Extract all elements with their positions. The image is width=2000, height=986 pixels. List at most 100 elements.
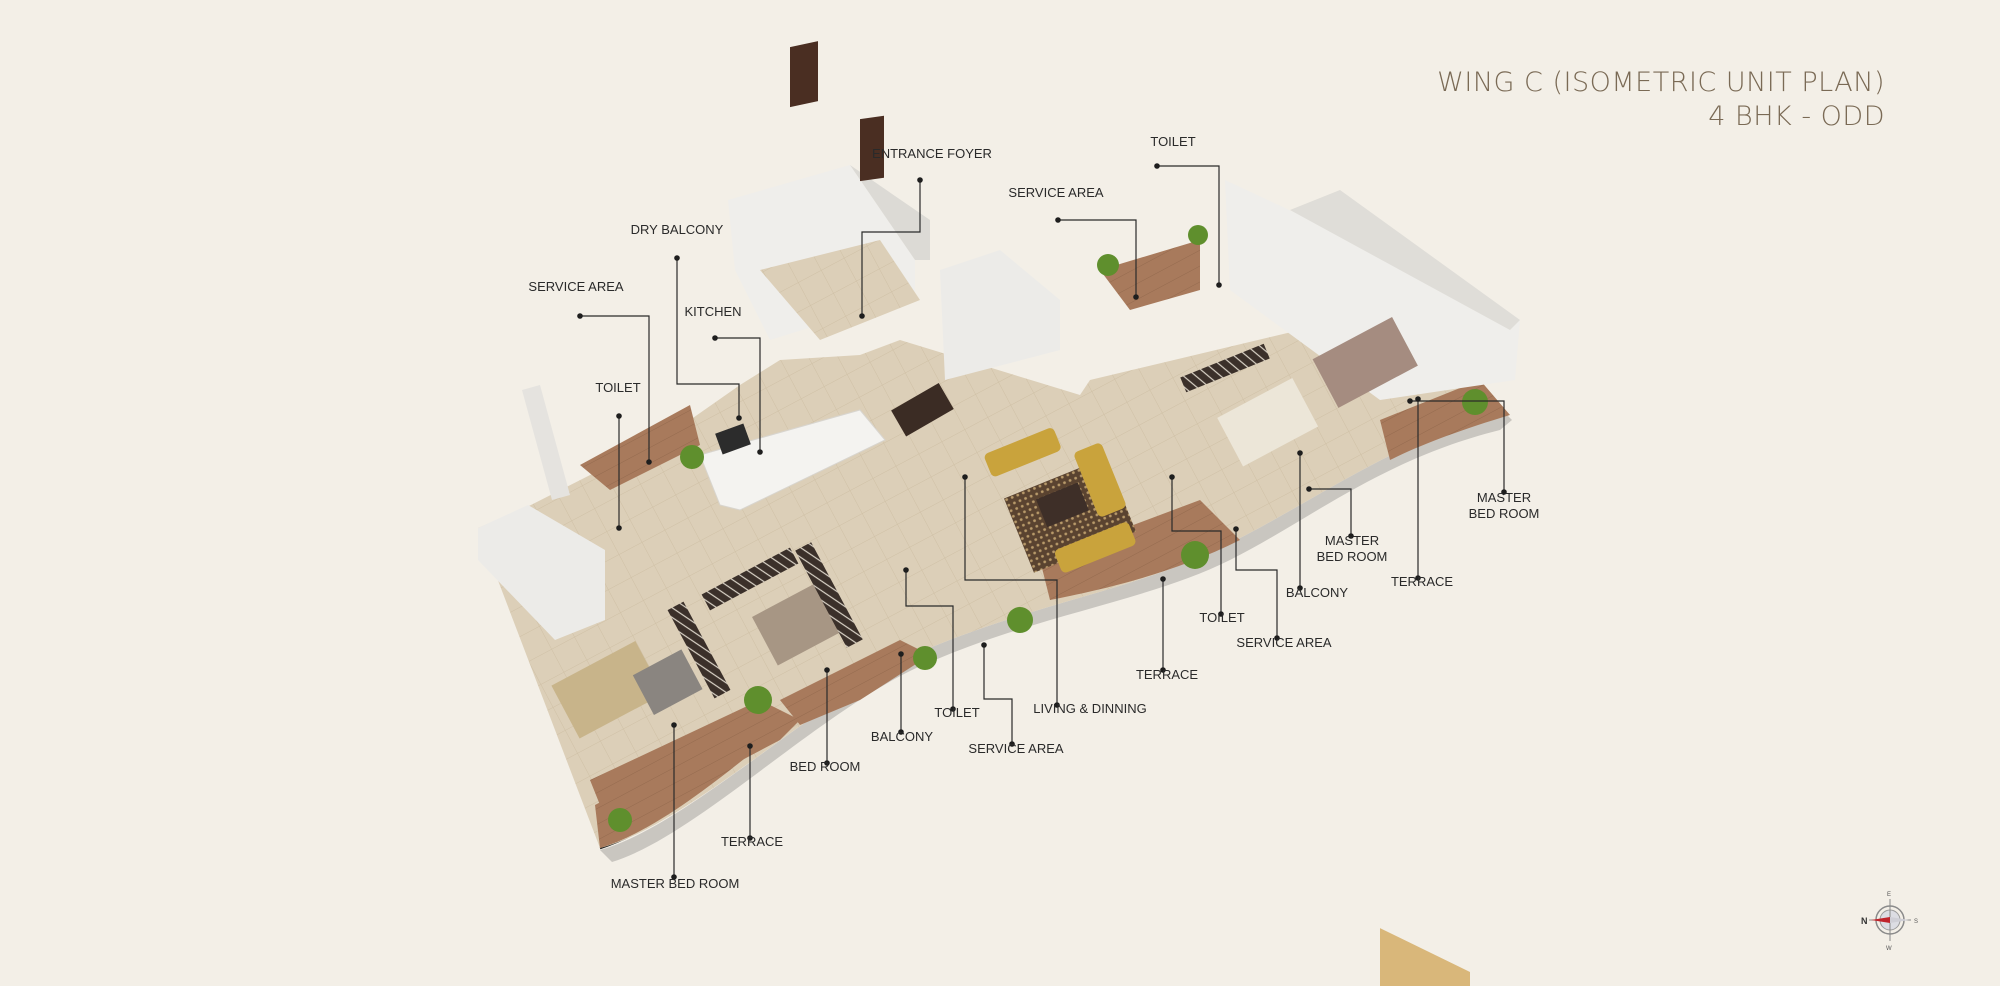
master-bed-right	[1312, 317, 1418, 408]
bed-left	[551, 640, 664, 739]
wall-dining-box	[940, 250, 1060, 380]
terrace-left-deck	[590, 700, 800, 830]
leader-service-area-top	[1058, 219, 1137, 297]
plant	[1097, 254, 1119, 276]
leader-master-bed-room-right	[1410, 400, 1505, 492]
sofa-1	[984, 428, 1061, 477]
label-service-area-left: SERVICE AREA	[528, 279, 624, 294]
plant	[1462, 389, 1488, 415]
leader-dry-balcony	[676, 258, 740, 418]
leader-master-bed-room-mid	[1309, 488, 1352, 536]
wardrobe-4	[1180, 343, 1270, 393]
leader-dot	[898, 729, 904, 735]
master-bed-mid	[1217, 377, 1319, 467]
label-living-dinning: LIVING & DINNING	[1033, 701, 1147, 716]
title-unit-type: 4 BHK - ODD	[1708, 101, 1885, 132]
leader-service-area-bottom	[983, 645, 1013, 744]
leader-dot	[898, 651, 904, 657]
label-terrace-left: TERRACE	[720, 834, 784, 849]
leader-dot	[1274, 635, 1280, 641]
leader-dot	[1133, 294, 1139, 300]
slab-edge	[600, 408, 1512, 862]
leader-dot	[917, 177, 923, 183]
leader-lines	[577, 163, 1507, 880]
leader-service-area-left	[580, 315, 650, 462]
leader-dot	[1297, 585, 1303, 591]
label-service-area-bottom: SERVICE AREA	[968, 741, 1064, 756]
sofa-2	[1054, 522, 1136, 573]
leader-dot	[1055, 217, 1061, 223]
leader-dot	[747, 835, 753, 841]
label-balcony-bottom: BALCONY	[870, 729, 934, 744]
leader-dot	[577, 313, 583, 319]
leader-dot	[903, 567, 909, 573]
leader-dot	[1233, 526, 1239, 532]
wall-master-right	[1225, 180, 1520, 400]
leader-dot	[736, 415, 742, 421]
leader-dot	[674, 255, 680, 261]
label-toilet-left: TOILET	[595, 380, 641, 395]
leader-dot	[950, 706, 956, 712]
leader-dot	[1169, 474, 1175, 480]
label-terrace-right: TERRACE	[1390, 574, 1454, 589]
sofa-3	[1074, 443, 1126, 517]
leader-dot	[1501, 489, 1507, 495]
compass-west: W	[1886, 946, 1892, 952]
leader-dot	[646, 459, 652, 465]
plan-title: WING C (ISOMETRIC UNIT PLAN) 4 BHK - ODD	[1437, 66, 1885, 134]
dining-table	[891, 383, 954, 437]
label-balcony-right: BALCONY	[1285, 585, 1349, 600]
plant	[1181, 541, 1209, 569]
coffee-table	[1035, 482, 1089, 528]
leader-dot	[1160, 667, 1166, 673]
label-toilet-bottom: TOILET	[934, 705, 980, 720]
leader-toilet-bottom	[905, 570, 954, 709]
leader-toilet-top	[1157, 165, 1220, 285]
leader-dot	[712, 335, 718, 341]
label-bed-room: BED ROOM	[789, 759, 861, 774]
plant	[680, 445, 704, 469]
service-top-deck	[1100, 240, 1200, 310]
plant	[1007, 607, 1033, 633]
leader-service-area-right	[1235, 529, 1278, 638]
leader-entrance-foyer	[861, 180, 921, 316]
kitchen-hob	[715, 423, 751, 455]
leader-dot	[616, 413, 622, 419]
label-service-area-right: SERVICE AREA	[1236, 635, 1332, 650]
label-terrace-mid: TERRACE	[1135, 667, 1199, 682]
leader-dot	[1154, 163, 1160, 169]
compass-icon: N E S W	[1861, 892, 1918, 952]
leader-dot	[1216, 282, 1222, 288]
headboard-panel	[1380, 928, 1470, 986]
label-dry-balcony: DRY BALCONY	[630, 222, 724, 237]
leader-dot	[1054, 702, 1060, 708]
leader-dot	[981, 642, 987, 648]
leader-living-dinning	[964, 477, 1058, 705]
foyer-door-2	[860, 115, 884, 182]
wardrobe-1	[701, 547, 799, 611]
leader-dot	[671, 874, 677, 880]
plant	[913, 646, 937, 670]
wall-foyer-side	[850, 165, 930, 260]
title-wing: WING C (ISOMETRIC UNIT PLAN)	[1437, 67, 1885, 98]
bed-left-rug	[632, 649, 703, 715]
leader-dot	[747, 743, 753, 749]
leader-dot	[1415, 396, 1421, 402]
leader-dot	[1348, 533, 1354, 539]
leader-dot	[1218, 611, 1224, 617]
label-kitchen: KITCHEN	[684, 304, 742, 319]
foyer-floor	[760, 240, 920, 340]
label-toilet-top: TOILET	[1150, 134, 1196, 149]
wall-master-right-side	[1290, 190, 1520, 330]
leader-dot	[1160, 576, 1166, 582]
terrace-mid-deck	[1040, 500, 1240, 600]
plant	[744, 686, 772, 714]
balcony-bottom-deck	[780, 640, 930, 725]
leader-dot	[1297, 450, 1303, 456]
leader-dot	[616, 525, 622, 531]
leader-dot	[824, 760, 830, 766]
compass-north: N	[1861, 916, 1868, 926]
